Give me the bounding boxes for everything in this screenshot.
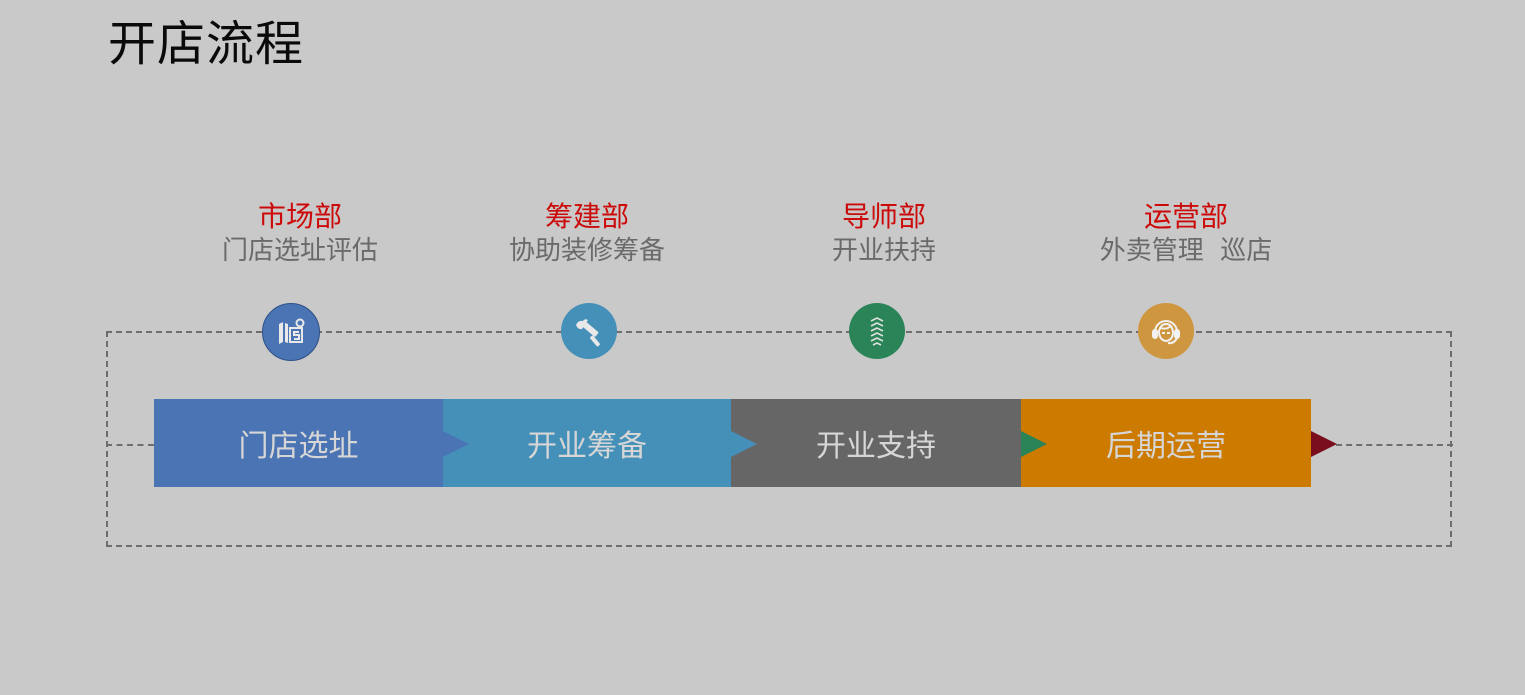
department-construction: 筹建部 协助装修筹备 [457,200,717,268]
arrow-right-icon [443,431,469,457]
department-name: 市场部 [257,200,342,233]
arrow-right-icon [1311,431,1337,457]
step-label: 开业筹备 [527,429,647,464]
growth-chevrons-icon [849,303,905,359]
department-operations: 运营部 外卖管理 巡店 [1056,200,1316,268]
step-opening-support: 开业支持 [731,399,1021,487]
department-desc: 开业扶持 [831,236,936,266]
department-name: 筹建部 [544,200,629,233]
step-label: 后期运营 [1106,429,1226,464]
department-name: 运营部 [1143,200,1228,233]
dashed-frame [106,331,1452,547]
step-label: 门店选址 [238,429,359,464]
paint-roller-icon [561,303,617,359]
department-desc: 外卖管理 巡店 [1099,236,1273,266]
department-name: 导师部 [841,200,926,233]
step-later-operations: 后期运营 [1021,399,1311,487]
arrow-right-icon [1021,431,1047,457]
department-desc: 协助装修筹备 [508,236,665,266]
department-market: 市场部 门店选址评估 [170,200,430,268]
step-opening-preparation: 开业筹备 [443,399,731,487]
department-desc: 门店选址评估 [221,236,378,266]
customer-service-headset-icon [1138,303,1194,359]
page-title: 开店流程 [108,16,305,72]
department-mentor: 导师部 开业扶持 [754,200,1014,268]
dashed-connector-right [1336,444,1453,446]
step-store-location: 门店选址 [154,399,443,487]
arrow-right-icon [731,431,757,457]
step-label: 开业支持 [816,429,936,464]
map-location-icon [262,303,320,361]
dashed-connector-left [106,444,154,446]
